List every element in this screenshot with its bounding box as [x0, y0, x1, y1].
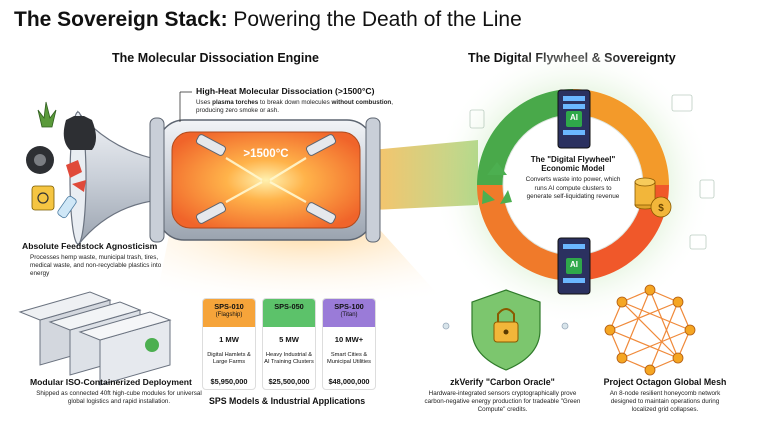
ai-label-bottom: AI	[570, 260, 578, 269]
dissociation-body: Uses plasma torches to break down molecu…	[196, 99, 406, 115]
model-price: $48,000,000	[328, 377, 370, 386]
chamber-temperature: >1500°C	[243, 148, 289, 160]
dissociation-bold-1: plasma torches	[212, 99, 259, 106]
svg-text:$: $	[658, 203, 664, 214]
title-bold: The Sovereign Stack:	[14, 8, 228, 31]
zkverify-block: zkVerify "Carbon Oracle" Hardware-integr…	[420, 377, 585, 415]
model-power: 1 MW	[219, 335, 239, 344]
model-tag: (Flagship)	[215, 311, 243, 318]
feedstock-body: Processes hemp waste, municipal trash, t…	[30, 254, 162, 278]
model-application: Smart Cities & Municipal Utilities	[327, 352, 371, 366]
model-application: Heavy Industrial & AI Training Clusters	[264, 352, 314, 366]
flywheel-heading: The "Digital Flywheel" Economic Model	[530, 155, 616, 174]
model-card-1: SPS-010(Flagship) 1 MW Digital Hamlets & L…	[202, 298, 256, 390]
model-card-3: SPS-100(Titan) 10 MW+ Smart Cities & Munic…	[322, 298, 376, 390]
octagon-body: An 8-node resilient honeycomb network de…	[609, 390, 721, 414]
feedstock-heading: Absolute Feedstock Agnosticism	[22, 241, 158, 251]
model-price: $5,950,000	[210, 377, 248, 386]
model-card-header: SPS-050	[263, 299, 315, 327]
octagon-mesh-icon	[604, 284, 696, 376]
dissociation-text-2: to break down molecules	[258, 99, 332, 106]
shield-lock-icon	[471, 289, 541, 371]
flywheel-center: The "Digital Flywheel" Economic Model Co…	[523, 155, 623, 201]
hemp-leaf-icon	[37, 101, 57, 128]
trash-bag-icon	[63, 116, 96, 150]
green-recycle-icon	[482, 162, 512, 204]
containers-block: Modular ISO-Containerized Deployment Shi…	[30, 377, 220, 406]
plastic-bottle-icon	[57, 195, 77, 219]
octagon-block: Project Octagon Global Mesh An 8-node re…	[590, 377, 740, 415]
octagon-heading: Project Octagon Global Mesh	[603, 377, 727, 387]
models-caption: SPS Models & Industrial Applications	[209, 396, 366, 406]
recycle-icon	[66, 160, 86, 192]
biohazard-icon	[31, 185, 55, 211]
coins-icon: $	[634, 177, 672, 218]
tire-icon	[26, 146, 54, 174]
model-card-header: SPS-010(Flagship)	[203, 299, 255, 327]
containers-body: Shipped as connected 40ft high-cube modu…	[36, 390, 202, 406]
model-name: SPS-050	[274, 302, 304, 311]
model-application: Digital Hamlets & Large Farms	[207, 352, 251, 366]
zkverify-body: Hardware-integrated sensors cryptographi…	[424, 390, 581, 414]
ai-label-top: AI	[570, 113, 578, 122]
containers-heading: Modular ISO-Containerized Deployment	[30, 377, 192, 387]
model-power: 10 MW+	[334, 335, 364, 344]
ai-server-bottom-icon	[557, 237, 591, 295]
dissociation-text-1: Uses	[196, 99, 213, 106]
model-name: SPS-100	[334, 302, 364, 311]
model-power: 5 MW	[279, 335, 299, 344]
model-price: $25,500,000	[268, 377, 310, 386]
title-rest: Powering the Death of the Line	[227, 8, 522, 31]
ai-server-top-icon	[557, 89, 591, 149]
model-card-2: SPS-050 5 MW Heavy Industrial & AI Trainin…	[262, 298, 316, 390]
zkverify-heading: zkVerify "Carbon Oracle"	[450, 377, 555, 387]
left-section-heading: The Molecular Dissociation Engine	[112, 51, 319, 65]
dissociation-callout: High-Heat Molecular Dissociation (>1500°…	[196, 86, 406, 115]
dissociation-text-3: , producing zero smoke or ash.	[196, 99, 394, 115]
flywheel-body: Converts waste into power, which runs AI…	[525, 176, 621, 201]
iso-containers-illustration	[18, 291, 172, 386]
dissociation-bold-2: without combustion	[331, 99, 392, 106]
page-title: The Sovereign Stack: Powering the Death …	[14, 8, 522, 32]
dissociation-heading: High-Heat Molecular Dissociation (>1500°…	[196, 86, 375, 96]
feedstock-block: Absolute Feedstock Agnosticism Processes…	[22, 241, 182, 279]
model-name: SPS-010	[214, 302, 244, 311]
model-card-header: SPS-100(Titan)	[323, 299, 375, 327]
model-tag: (Titan)	[340, 311, 358, 318]
